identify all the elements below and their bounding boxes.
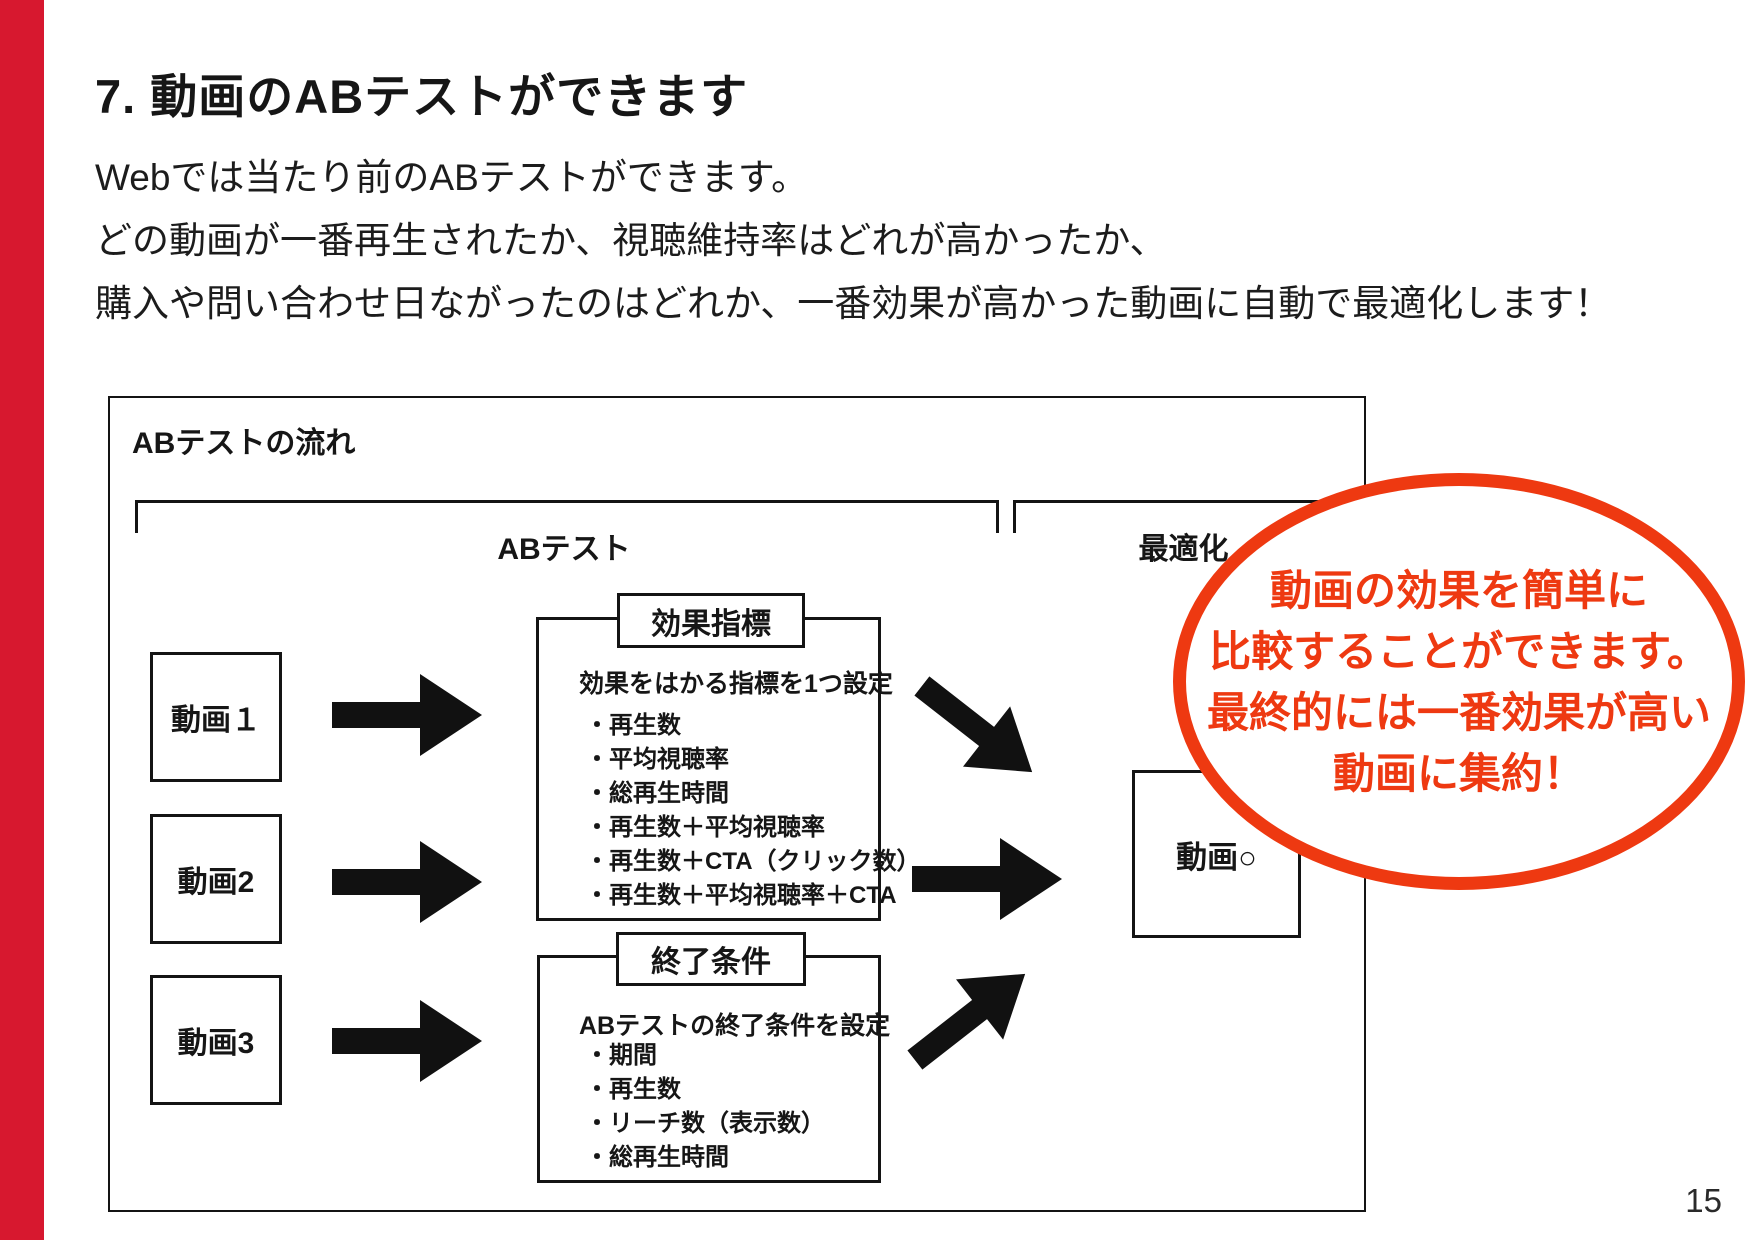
optimization-phase-label: 最適化 — [1138, 533, 1229, 566]
left-accent-bar — [0, 0, 44, 1240]
video-3-box: 動画3 — [150, 975, 282, 1105]
arrow-right-icon — [332, 996, 482, 1086]
end-condition-item: ・リーチ数（表示数） — [585, 1110, 825, 1137]
arrow-up-right-icon — [889, 941, 1051, 1093]
flow-diagram: ABテストの流れ ABテスト 最適化 動画１ 動画2 動画3 効果指標 効果をは… — [108, 396, 1366, 1212]
metrics-list: ・再生数 ・平均視聴率 ・総再生時間 ・再生数＋平均視聴率 ・再生数＋CTA（ク… — [585, 709, 921, 913]
callout-line-1: 動画の効果を簡単に — [1269, 566, 1648, 614]
page-number: 15 — [1685, 1182, 1722, 1219]
metrics-item: ・再生数＋平均視聴率＋CTA — [585, 882, 897, 909]
highlight-callout-ellipse: 動画の効果を簡単に 比較することができます。 最終的には一番効果が高い 動画に集… — [1173, 473, 1745, 890]
arrow-right-icon — [332, 670, 482, 760]
arrow-right-icon — [912, 834, 1062, 924]
video-1-box: 動画１ — [150, 652, 282, 782]
diagram-title: ABテストの流れ — [132, 427, 356, 460]
slide-title: 7. 動画のABテストができます — [95, 70, 749, 123]
video-2-box: 動画2 — [150, 814, 282, 944]
intro-line-3: 購入や問い合わせ日ながったのはどれか、一番効果が高かった動画に自動で最適化します… — [95, 283, 1612, 324]
callout-line-2: 比較することができます。 — [1209, 627, 1709, 675]
callout-line-3: 最終的には一番効果が高い — [1206, 688, 1711, 736]
intro-paragraph: Webでは当たり前のABテストができます。 どの動画が一番再生されたか、視聴維持… — [95, 146, 1611, 335]
callout-line-4: 動画に集約！ — [1332, 749, 1585, 797]
end-condition-item: ・総再生時間 — [585, 1144, 729, 1171]
arrow-down-right-icon — [896, 653, 1058, 805]
metrics-panel — [536, 617, 881, 921]
end-condition-item: ・再生数 — [585, 1076, 681, 1103]
metrics-item: ・平均視聴率 — [585, 746, 729, 773]
intro-line-1: Webでは当たり前のABテストができます。 — [95, 157, 809, 198]
metrics-item: ・総再生時間 — [585, 780, 729, 807]
end-conditions-panel-header: 終了条件 — [616, 932, 806, 986]
end-conditions-subtitle: ABテストの終了条件を設定 — [579, 1012, 891, 1040]
ab-test-phase-bracket — [135, 500, 999, 533]
metrics-subtitle: 効果をはかる指標を1つ設定 — [579, 670, 893, 698]
intro-line-2: どの動画が一番再生されたか、視聴維持率はどれが高かったか、 — [95, 220, 1167, 261]
metrics-item: ・再生数 — [585, 712, 681, 739]
metrics-panel-header: 効果指標 — [617, 593, 805, 648]
ab-test-phase-label: ABテスト — [497, 533, 631, 566]
metrics-item: ・再生数＋平均視聴率 — [585, 814, 825, 841]
metrics-item: ・再生数＋CTA（クリック数） — [585, 848, 921, 875]
end-condition-item: ・期間 — [585, 1042, 657, 1069]
arrow-right-icon — [332, 837, 482, 927]
end-conditions-list: ・期間 ・再生数 ・リーチ数（表示数） ・総再生時間 — [585, 1039, 825, 1175]
